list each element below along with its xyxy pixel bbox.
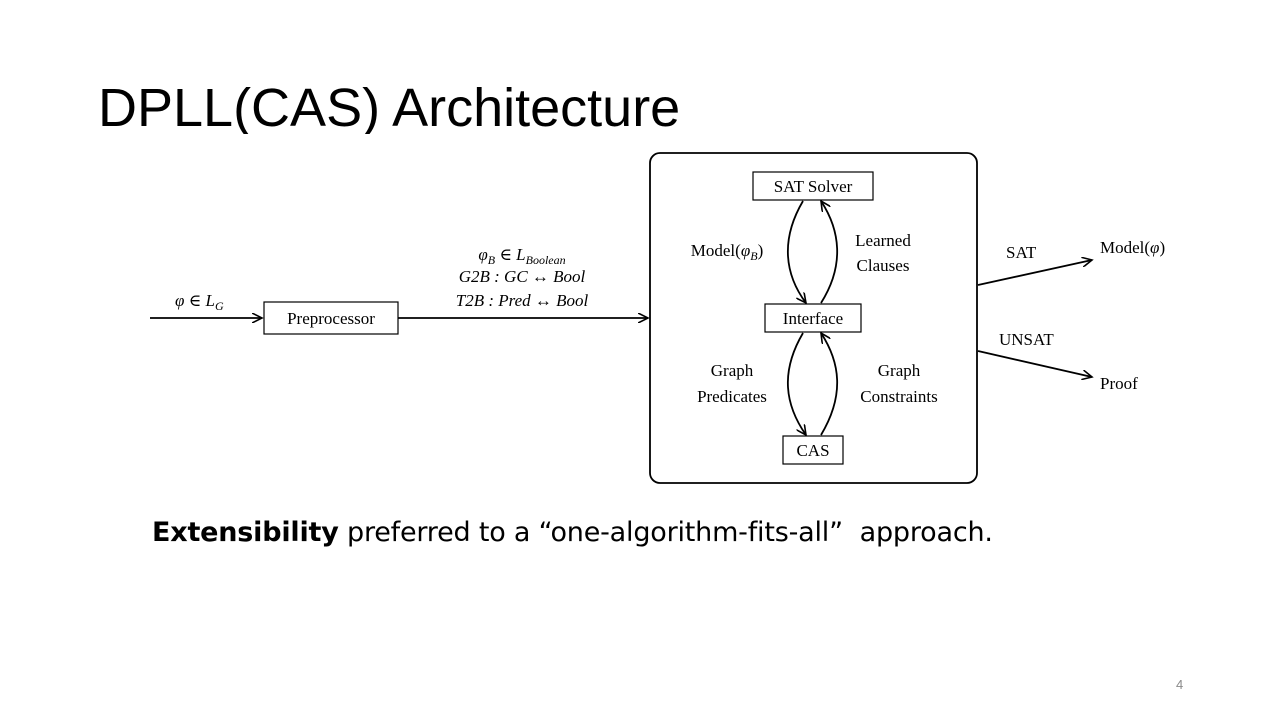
graph-predicates-arrow — [786, 332, 806, 435]
page-number: 4 — [1176, 677, 1184, 692]
preprocessor-box — [263, 301, 399, 335]
proof-label: Proof — [1100, 374, 1138, 393]
encoding-line2: G2B : GC ↔ Bool — [459, 267, 586, 286]
graph-constraints-arrow — [821, 333, 839, 436]
learned-label: Learned — [855, 231, 911, 250]
learned-clauses-arrow — [821, 201, 839, 304]
clauses-label: Clauses — [857, 256, 910, 275]
graph-constraints-line1: Graph — [878, 361, 921, 380]
cas-box — [782, 435, 844, 465]
interface-label: Interface — [783, 309, 843, 328]
model-phi-b-label: Model(φB) — [691, 241, 763, 263]
interface-box — [764, 303, 862, 333]
slide-title: DPLL(CAS) Architecture — [98, 78, 681, 134]
graph-predicates-line1: Graph — [711, 361, 754, 380]
sat-solver-box — [752, 171, 874, 201]
caption-bold: Extensibility — [152, 517, 339, 548]
encoding-line3: T2B : Pred ↔ Bool — [456, 291, 589, 310]
unsat-output-arrow — [977, 350, 1092, 377]
caption-rest: preferred to a “one-algorithm-fits-all” … — [338, 517, 993, 548]
sat-output-arrow — [977, 260, 1092, 286]
unsat-output-label: UNSAT — [999, 330, 1054, 349]
model-phi-label: Model(φ) — [1100, 238, 1165, 257]
preprocessor-label: Preprocessor — [287, 309, 375, 328]
encoding-line1: φB ∈ LBoolean — [478, 245, 565, 267]
model-arrow — [786, 200, 806, 303]
sat-output-label: SAT — [1006, 243, 1037, 262]
sat-solver-label: SAT Solver — [774, 177, 853, 196]
graph-predicates-line2: Predicates — [697, 387, 767, 406]
cas-label: CAS — [796, 441, 829, 460]
input-label: φ ∈ LG — [175, 291, 224, 313]
caption: Extensibility preferred to a “one-algori… — [152, 517, 993, 548]
graph-constraints-line2: Constraints — [860, 387, 937, 406]
